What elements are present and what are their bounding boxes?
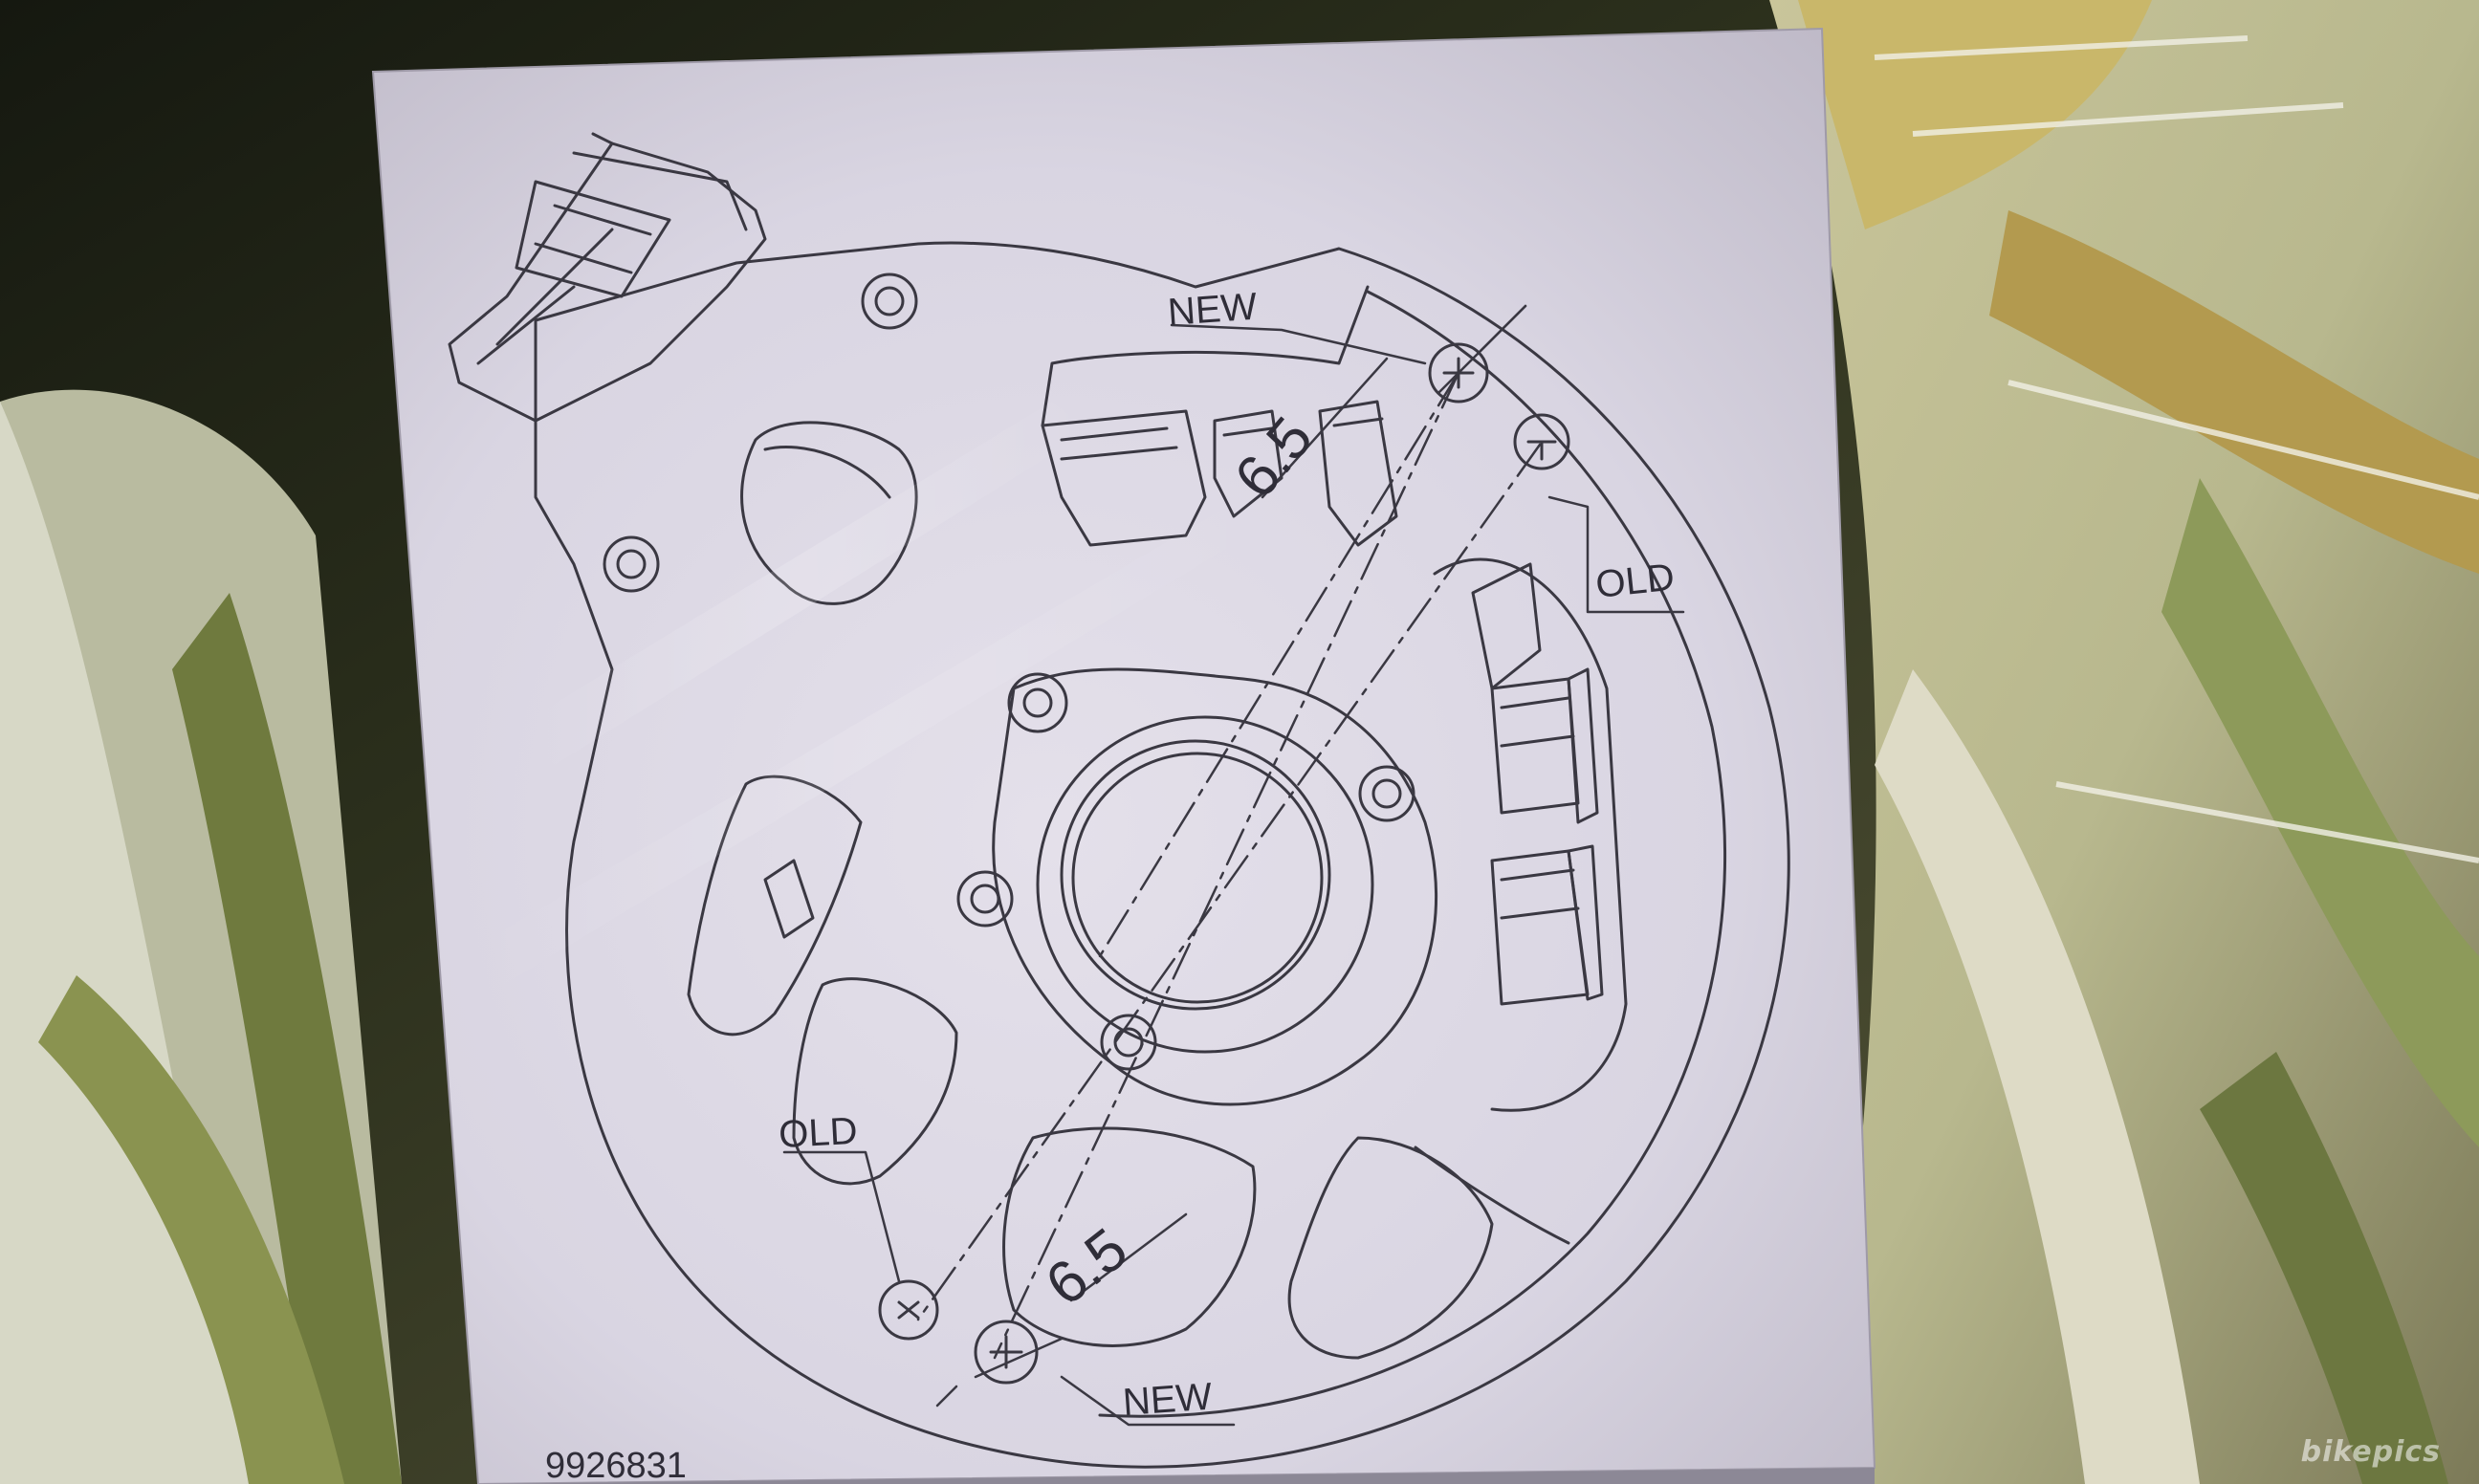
center-hub	[992, 667, 1438, 1106]
dimension-lines	[935, 304, 1527, 1408]
centerlines	[916, 371, 1542, 1360]
cover-pockets	[687, 421, 1494, 1360]
part-number: 9926831	[545, 1446, 687, 1484]
label-old-bottom: OLD	[778, 1110, 858, 1156]
connector-bracket	[448, 132, 767, 423]
old-hole-top	[1513, 413, 1570, 470]
label-new-bottom: NEW	[1122, 1376, 1214, 1424]
label-new-top: NEW	[1167, 286, 1259, 334]
watermark-logo: bikepics	[2300, 1435, 2441, 1469]
cover-outline	[534, 241, 1790, 1469]
light-glare	[516, 402, 1090, 765]
paper-sheet	[373, 29, 1875, 1484]
right-windings	[1414, 557, 1628, 1245]
bolt-holes	[603, 273, 1415, 1071]
old-hole-bottom	[878, 1279, 939, 1341]
leader-lines	[782, 323, 1685, 1427]
label-old-right: OLD	[1593, 556, 1676, 606]
